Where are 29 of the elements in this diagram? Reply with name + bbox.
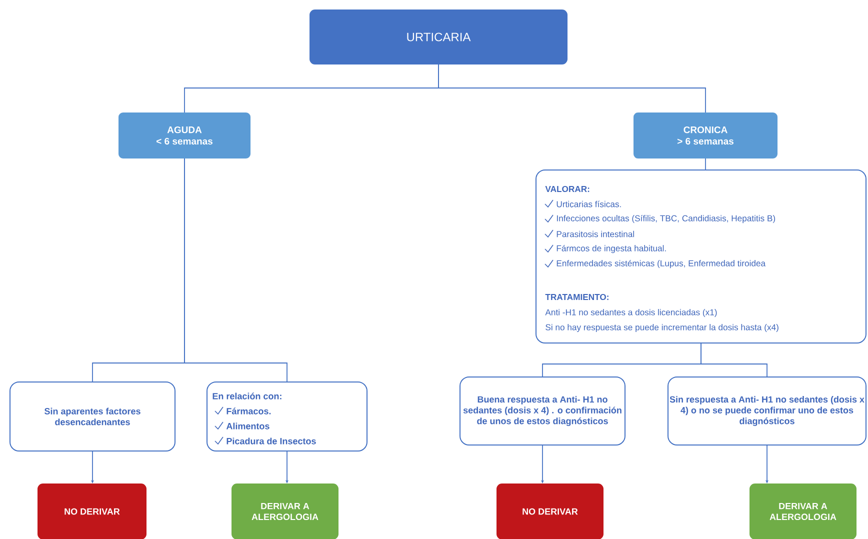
outcome-box: NO DERIVAR	[38, 484, 146, 539]
connector-line	[438, 64, 706, 113]
category-box: AGUDA < 6 semanas	[118, 112, 250, 158]
connector-line	[705, 158, 706, 170]
list-item: Fármacos.	[226, 408, 271, 414]
section-heading: VALORAR:	[545, 186, 590, 192]
connector-line	[184, 158, 288, 382]
list-item: Alimentos	[226, 422, 270, 430]
connector-line	[700, 343, 768, 377]
list-item: Fármcos de ingesta habitual.	[556, 244, 666, 254]
outcome-box: DERIVAR A ALERGOLOGIA	[750, 484, 856, 539]
outcome-box: NO DERIVAR	[496, 484, 604, 539]
list-item: Infecciones ocultas (Sífilis, TBC, Candidiasis, Hepatitis B)	[557, 214, 776, 224]
title-box: URTICARIA	[310, 10, 568, 64]
section-heading: TRATAMIENTO:	[545, 294, 608, 300]
list-item: Enfermedades sistémicas (Lupus, Enfermedad tiroidea	[556, 260, 766, 268]
checklist-box	[536, 170, 866, 344]
category-box: CRONICA > 6 semanas	[634, 112, 778, 158]
list-item: Si no hay respuesta se puede incrementar la dosis hasta (x4)	[546, 324, 778, 332]
list-item: Picadura de Insectos	[226, 438, 316, 444]
list-item: Anti -H1 no sedantes a dosis licenciadas (x1)	[545, 309, 717, 317]
section-heading: En relación con:	[212, 392, 282, 400]
condition-box: Sin aparentes factores desencadenantes	[10, 382, 176, 452]
checklist-box	[206, 382, 368, 452]
outcome-box: DERIVAR A ALERGOLOGIA	[232, 484, 338, 539]
list-item: Urticarias físicas.	[556, 200, 621, 208]
condition-box: Buena respuesta a Anti- H1 no sedantes (dosis x 4) . o confirmación de unos de estos diagnósticos	[460, 376, 626, 446]
list-item: Parasitosis intestinal	[556, 230, 634, 238]
condition-box: Sin respuesta a Anti- H1 no sedantes (dosis x 4) o no se puede confirmar uno de estos diagnósticos	[668, 376, 866, 446]
